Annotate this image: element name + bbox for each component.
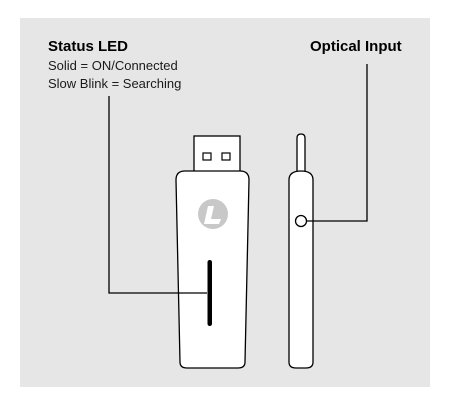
brand-logo-icon	[198, 199, 228, 229]
optical-input-port	[294, 214, 308, 228]
status-led-leader-line	[108, 96, 207, 294]
status-led-solid-description: Solid = ON/Connected	[48, 58, 178, 73]
optical-input-title: Optical Input	[310, 38, 402, 55]
status-led-blink-description: Slow Blink = Searching	[48, 76, 182, 91]
device-body-side	[288, 170, 314, 369]
usb-connector	[193, 135, 241, 173]
device-body-front	[175, 170, 250, 369]
status-led	[207, 260, 212, 326]
status-led-title: Status LED	[48, 38, 129, 55]
optical-input-leader-line	[307, 64, 368, 222]
usb-connector-side	[296, 133, 306, 172]
